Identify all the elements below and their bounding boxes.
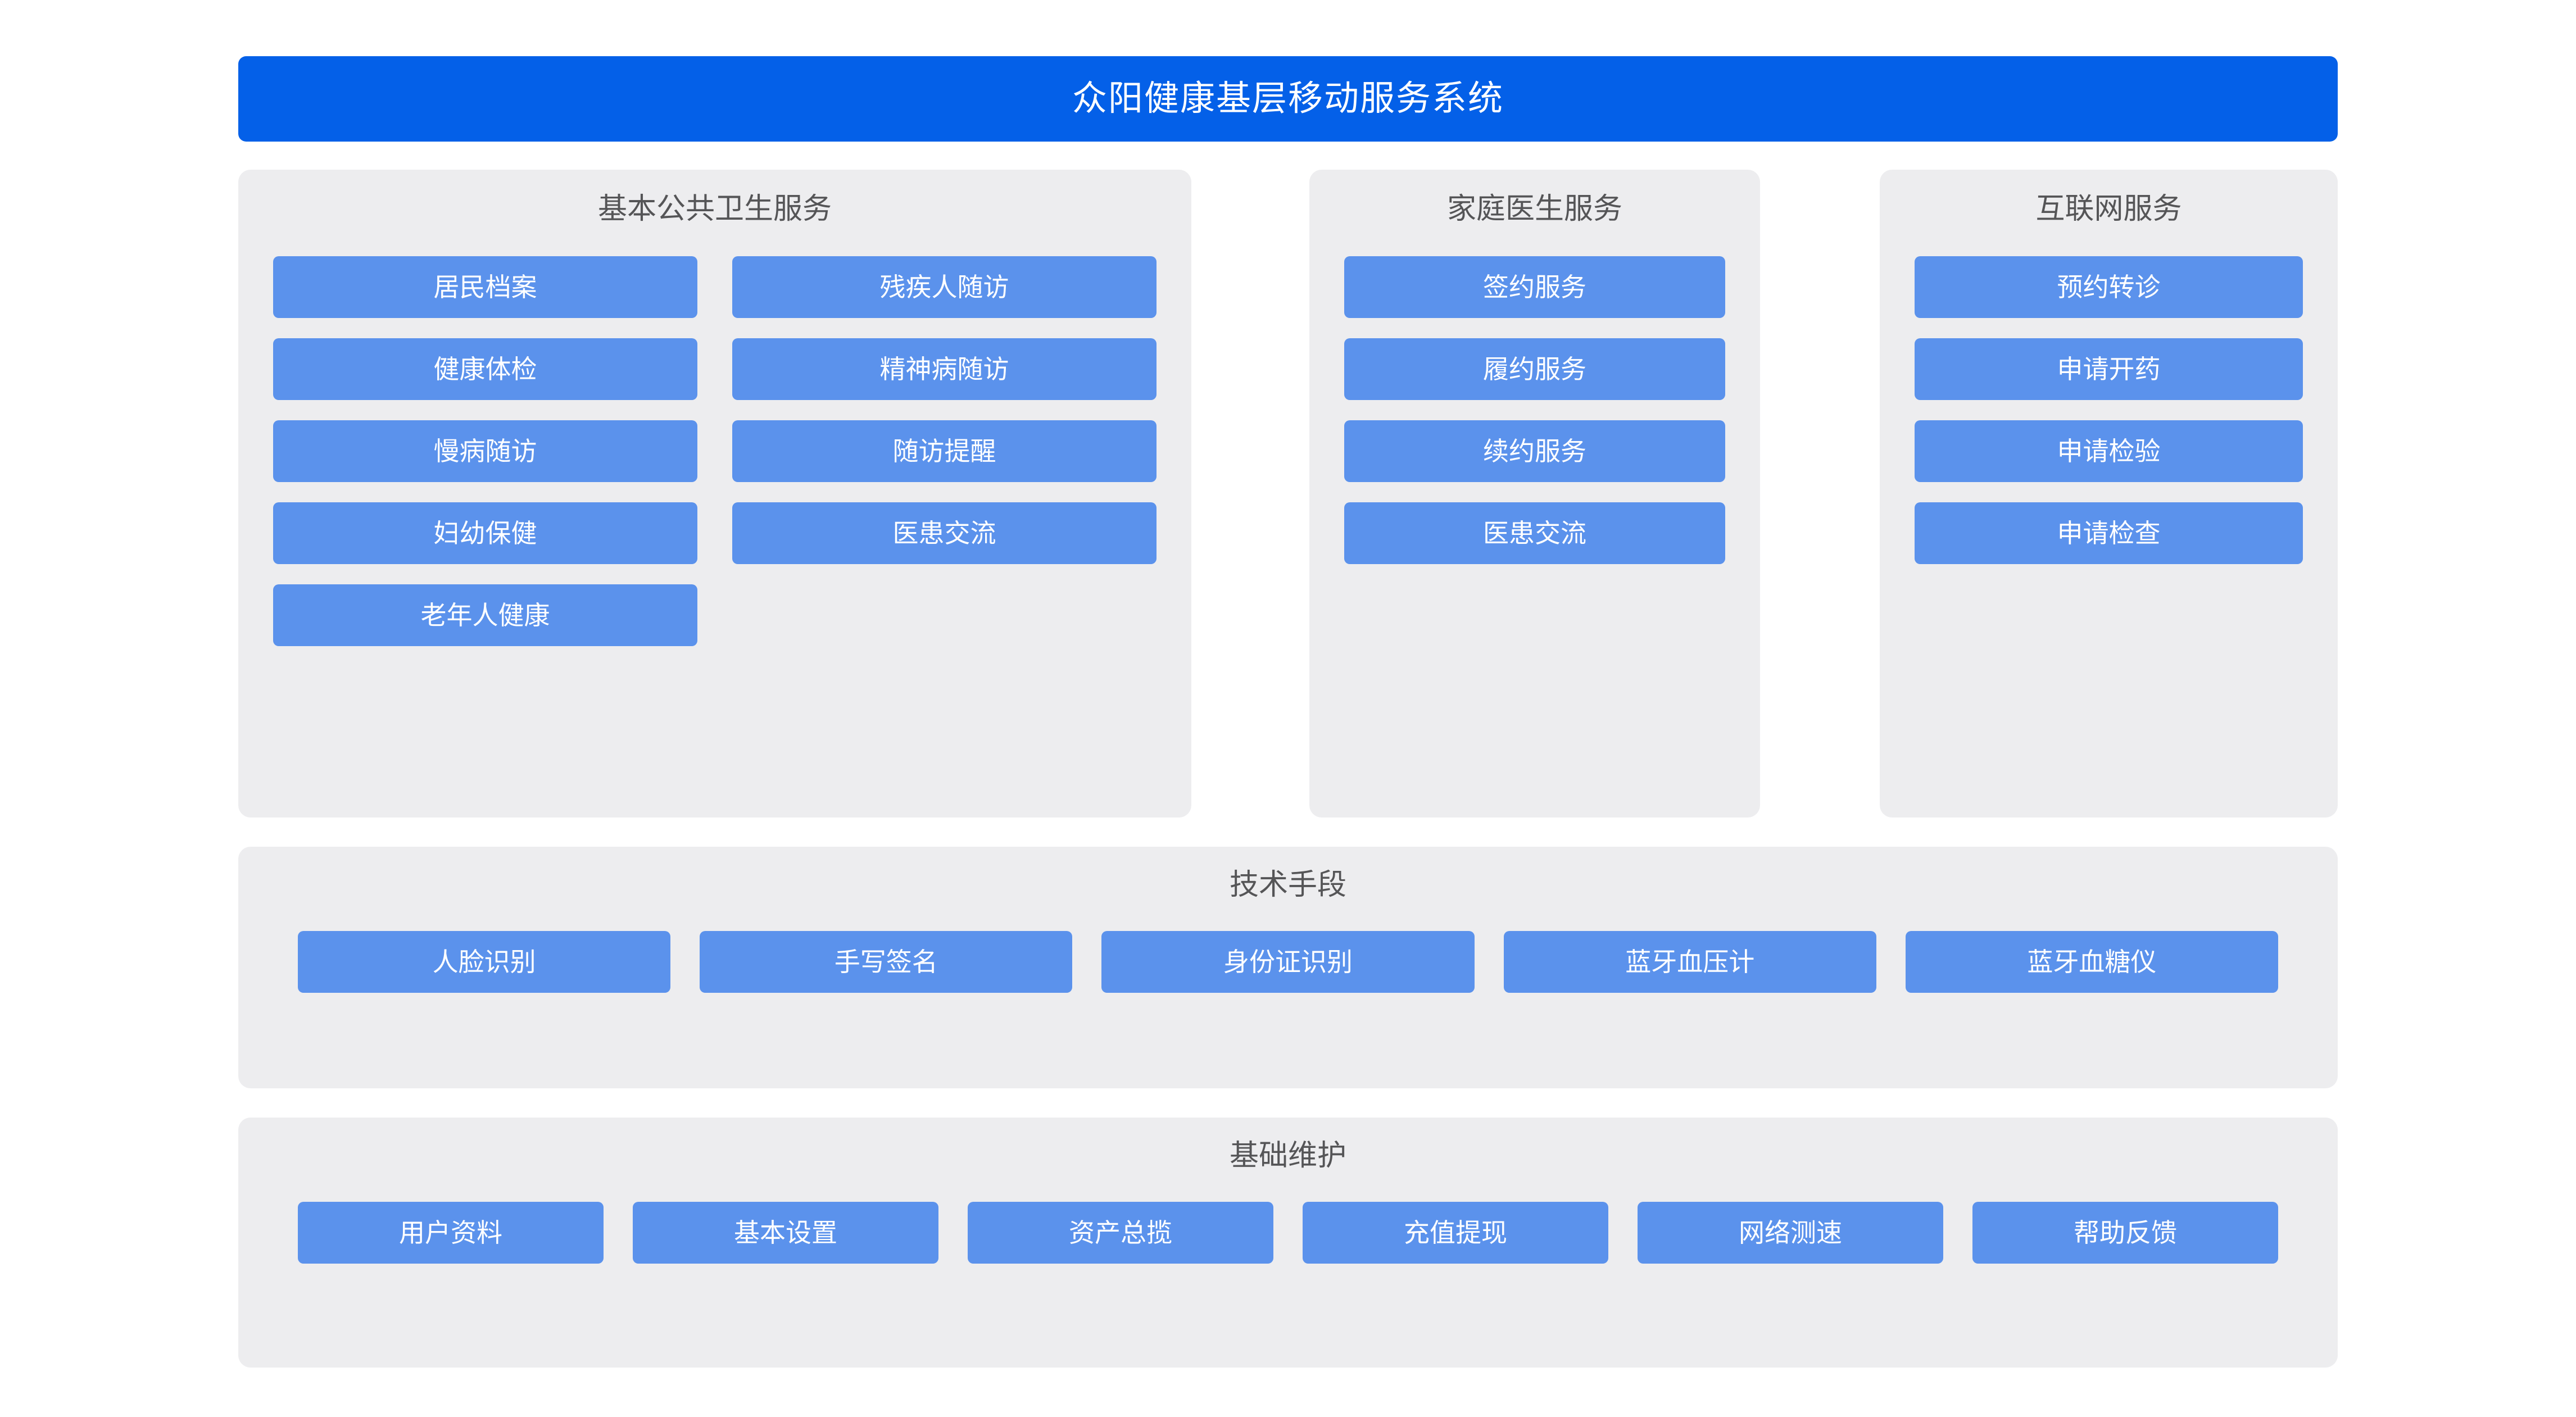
tile-asset-overview[interactable]: 资产总揽	[968, 1202, 1273, 1264]
tile-row-basic-maintenance: 用户资料 基本设置 资产总揽 充值提现 网络测速 帮助反馈	[238, 1202, 2338, 1264]
category-panel-row: 基本公共卫生服务 居民档案 残疾人随访 健康体检 精神病随访 慢病随访 随访提醒…	[238, 170, 2338, 818]
panel-title-family-doctor: 家庭医生服务	[1446, 193, 1622, 225]
panel-title-internet-service: 互联网服务	[2035, 193, 2182, 225]
tile-maternal-child-health[interactable]: 妇幼保健	[273, 502, 697, 564]
panel-family-doctor: 家庭医生服务 签约服务 履约服务 续约服务 医患交流	[1309, 170, 1760, 818]
tile-chronic-disease-followup[interactable]: 慢病随访	[273, 420, 697, 482]
tile-row-technology: 人脸识别 手写签名 身份证识别 蓝牙血压计 蓝牙血糖仪	[238, 931, 2338, 993]
tile-grid-public-health: 居民档案 残疾人随访 健康体检 精神病随访 慢病随访 随访提醒 妇幼保健 医患交…	[273, 256, 1157, 646]
tile-followup-reminder[interactable]: 随访提醒	[732, 420, 1157, 482]
tile-grid-internet-service: 预约转诊 申请开药 申请检验 申请检查	[1915, 256, 2303, 564]
section-title-basic-maintenance: 基础维护	[1229, 1139, 1346, 1172]
tile-id-card-recognition[interactable]: 身份证识别	[1101, 931, 1475, 993]
tile-doctor-patient-exchange-family[interactable]: 医患交流	[1344, 502, 1725, 564]
tile-grid-family-doctor: 签约服务 履约服务 续约服务 医患交流	[1344, 256, 1725, 564]
panel-internet-service: 互联网服务 预约转诊 申请开药 申请检验 申请检查	[1880, 170, 2338, 818]
section-title-technology: 技术手段	[1229, 869, 1346, 901]
panel-title-public-health: 基本公共卫生服务	[597, 193, 832, 225]
app-header: 众阳健康基层移动服务系统	[238, 56, 2338, 142]
tile-disability-followup[interactable]: 残疾人随访	[732, 256, 1157, 318]
section-technology: 技术手段 人脸识别 手写签名 身份证识别 蓝牙血压计 蓝牙血糖仪	[238, 847, 2338, 1088]
tile-fulfillment-service[interactable]: 履约服务	[1344, 338, 1725, 400]
tile-bluetooth-glucose-meter[interactable]: 蓝牙血糖仪	[1905, 931, 2279, 993]
tile-mental-illness-followup[interactable]: 精神病随访	[732, 338, 1157, 400]
tile-user-profile[interactable]: 用户资料	[298, 1202, 604, 1264]
panel-public-health: 基本公共卫生服务 居民档案 残疾人随访 健康体检 精神病随访 慢病随访 随访提醒…	[238, 170, 1191, 818]
tile-basic-settings[interactable]: 基本设置	[633, 1202, 938, 1264]
tile-help-feedback[interactable]: 帮助反馈	[1972, 1202, 2278, 1264]
tile-resident-records[interactable]: 居民档案	[273, 256, 697, 318]
app-title: 众阳健康基层移动服务系统	[1072, 79, 1504, 118]
tile-network-speed-test[interactable]: 网络测速	[1638, 1202, 1943, 1264]
tile-appointment-referral[interactable]: 预约转诊	[1915, 256, 2303, 318]
tile-renewal-service[interactable]: 续约服务	[1344, 420, 1725, 482]
tile-face-recognition[interactable]: 人脸识别	[298, 931, 671, 993]
tile-bluetooth-blood-pressure-monitor[interactable]: 蓝牙血压计	[1503, 931, 1876, 993]
tile-health-checkup[interactable]: 健康体检	[273, 338, 697, 400]
tile-recharge-withdraw[interactable]: 充值提现	[1303, 1202, 1608, 1264]
section-basic-maintenance: 基础维护 用户资料 基本设置 资产总揽 充值提现 网络测速 帮助反馈	[238, 1118, 2338, 1368]
tile-handwritten-signature[interactable]: 手写签名	[700, 931, 1073, 993]
tile-apply-lab-test[interactable]: 申请检验	[1915, 420, 2303, 482]
tile-elderly-health[interactable]: 老年人健康	[273, 584, 697, 646]
tile-apply-examination[interactable]: 申请检查	[1915, 502, 2303, 564]
tile-apply-prescription[interactable]: 申请开药	[1915, 338, 2303, 400]
tile-doctor-patient-exchange-public[interactable]: 医患交流	[732, 502, 1157, 564]
tile-signing-service[interactable]: 签约服务	[1344, 256, 1725, 318]
